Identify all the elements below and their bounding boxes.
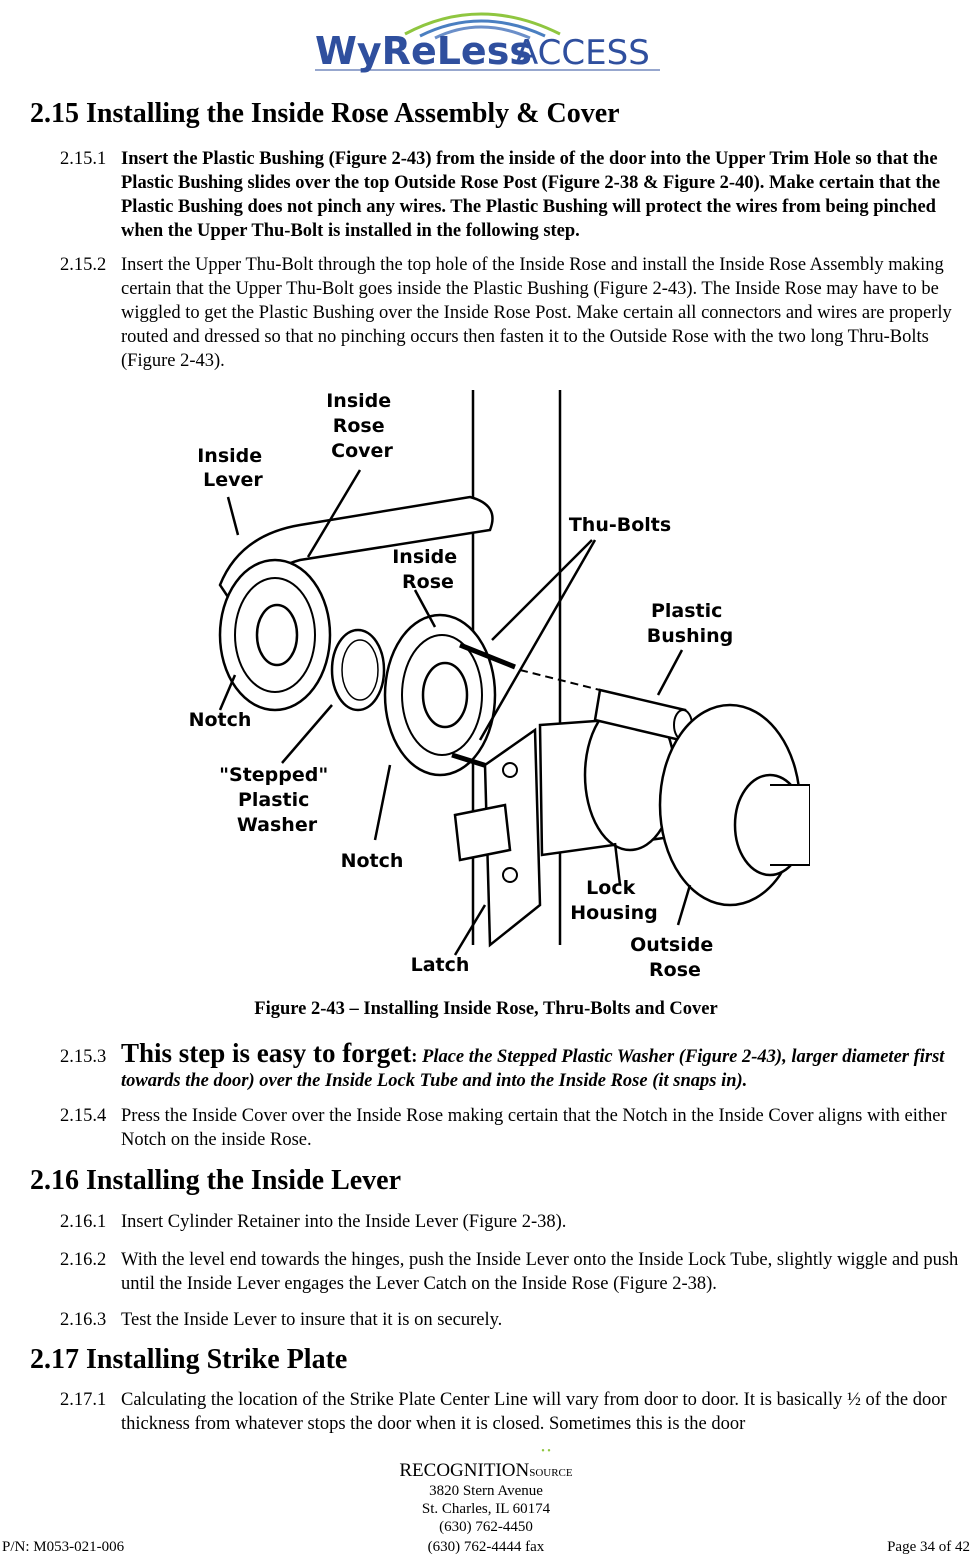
step-2-15-2: 2.15.2 Insert the Upper Thu-Bolt through… bbox=[60, 253, 972, 373]
step-text: Calculating the location of the Strike P… bbox=[121, 1390, 947, 1434]
step-number: 2.16.3 bbox=[60, 1310, 107, 1330]
step-text: This step is easy to forget: Place the S… bbox=[121, 1038, 972, 1093]
figure-caption: Figure 2-43 – Installing Inside Rose, Th… bbox=[254, 999, 718, 1019]
label-stepped-washer: "Stepped" Plastic Washer bbox=[219, 764, 335, 836]
step-2-17-1: 2.17.1 Calculating the location of the S… bbox=[60, 1388, 972, 1436]
figure-2-43-diagram: Inside Lever Inside Rose Cover Inside Ro… bbox=[189, 390, 810, 981]
label-latch: Latch bbox=[411, 954, 470, 976]
section-2-16-title: 2.16 Installing the Inside Lever bbox=[30, 1165, 402, 1196]
fax: (630) 762-4444 fax bbox=[427, 1539, 545, 1555]
step-lead-colon: : bbox=[411, 1047, 418, 1067]
address-line-1: 3820 Stern Avenue bbox=[429, 1483, 543, 1499]
section-2-17-title: 2.17 Installing Strike Plate bbox=[30, 1344, 348, 1375]
label-thu-bolts: Thu-Bolts bbox=[569, 514, 671, 536]
label-inside-rose: Inside Rose bbox=[392, 546, 464, 593]
step-2-16-1: 2.16.1 Insert Cylinder Retainer into the… bbox=[60, 1210, 972, 1234]
step-number: 2.16.2 bbox=[60, 1250, 107, 1270]
step-emphasis: Place the Stepped Plastic Washer (Figure… bbox=[121, 1047, 945, 1091]
step-2-15-1: 2.15.1 Insert the Plastic Bushing (Figur… bbox=[60, 147, 972, 243]
page-number: Page 34 of 42 bbox=[887, 1539, 970, 1555]
label-outside-rose: Outside Rose bbox=[630, 934, 720, 981]
logo-dots-icon: • • bbox=[541, 1446, 551, 1457]
logo-word-wyreless: WyReLess bbox=[315, 29, 532, 73]
wyreless-access-logo: WyReLess ACCESS bbox=[315, 12, 660, 73]
recognition-source-logo: • • bbox=[0, 1446, 972, 1465]
step-number: 2.15.3 bbox=[60, 1047, 107, 1067]
step-text: Insert the Plastic Bushing (Figure 2-43)… bbox=[121, 149, 941, 241]
step-number: 2.16.1 bbox=[60, 1212, 107, 1232]
step-2-16-2: 2.16.2 With the level end towards the hi… bbox=[60, 1248, 972, 1296]
step-lead: This step is easy to forget bbox=[121, 1038, 412, 1068]
phone: (630) 762-4450 bbox=[439, 1519, 533, 1535]
step-text: Press the Inside Cover over the Inside R… bbox=[121, 1106, 947, 1150]
step-number: 2.17.1 bbox=[60, 1390, 107, 1410]
step-number: 2.15.4 bbox=[60, 1106, 107, 1126]
step-text: Insert the Upper Thu-Bolt through the to… bbox=[121, 255, 952, 371]
step-text: With the level end towards the hinges, p… bbox=[121, 1250, 959, 1294]
logo-word-access: ACCESS bbox=[515, 33, 650, 73]
step-number: 2.15.1 bbox=[60, 149, 107, 169]
step-2-16-3: 2.16.3 Test the Inside Lever to insure t… bbox=[60, 1308, 972, 1332]
label-inside-lever: Inside Lever bbox=[197, 445, 269, 491]
step-text: Insert Cylinder Retainer into the Inside… bbox=[121, 1212, 567, 1232]
label-inside-rose-cover: Inside Rose Cover bbox=[326, 390, 398, 462]
part-number: P/N: M053-021-006 bbox=[2, 1539, 125, 1555]
label-plastic-bushing: Plastic Bushing bbox=[647, 600, 733, 647]
label-notch-left: Notch bbox=[189, 709, 252, 731]
section-2-15-title: 2.15 Installing the Inside Rose Assembly… bbox=[30, 98, 620, 129]
label-notch-center: Notch bbox=[341, 850, 404, 872]
label-lock-housing: Lock Housing bbox=[570, 877, 657, 924]
company-name: RECOGNITIONSOURCE bbox=[399, 1460, 573, 1481]
step-2-15-4: 2.15.4 Press the Inside Cover over the I… bbox=[60, 1104, 972, 1152]
step-text: Test the Inside Lever to insure that it … bbox=[121, 1310, 503, 1330]
step-number: 2.15.2 bbox=[60, 255, 107, 275]
address-line-2: St. Charles, IL 60174 bbox=[421, 1501, 551, 1517]
step-2-15-3: 2.15.3 This step is easy to forget: Plac… bbox=[60, 1038, 972, 1093]
